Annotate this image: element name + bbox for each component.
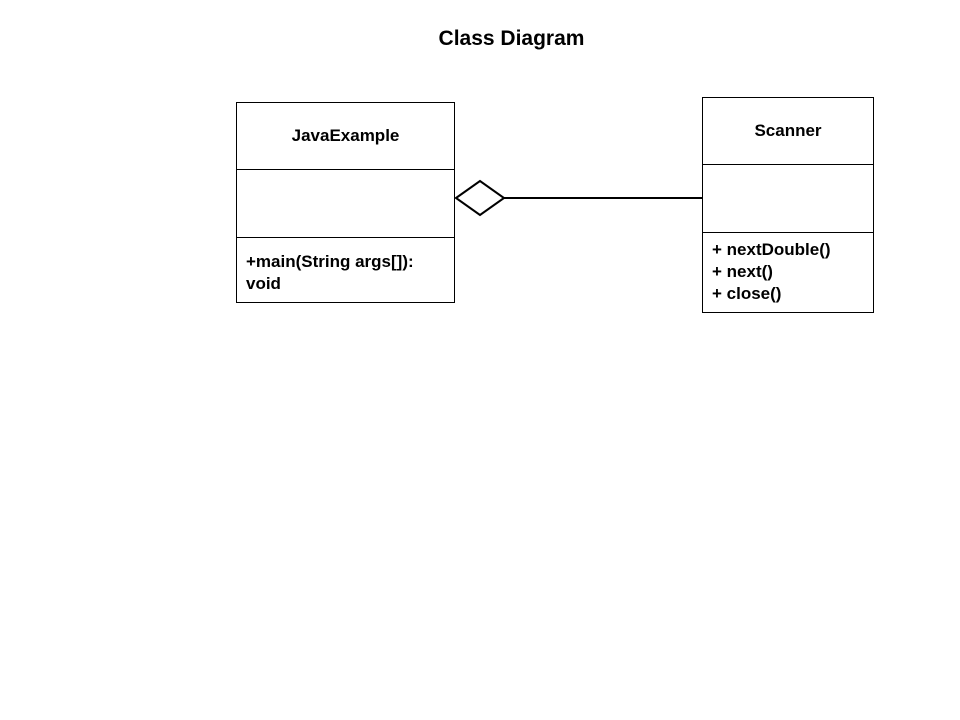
operation-next-double: + nextDouble() (712, 240, 831, 259)
operations-compartment-scanner: + nextDouble() + next() + close() (703, 233, 873, 305)
operation-close: + close() (712, 284, 782, 303)
class-name-javaexample: JavaExample (237, 103, 454, 170)
attributes-compartment-scanner (703, 165, 873, 233)
operation-main: +main(String args[]): void (246, 252, 419, 293)
class-box-scanner[interactable]: Scanner + nextDouble() + next() + close(… (702, 97, 874, 313)
class-box-javaexample[interactable]: JavaExample +main(String args[]): void (236, 102, 455, 303)
operation-next: + next() (712, 262, 773, 281)
hollow-diamond-icon (454, 179, 506, 217)
page-title: Class Diagram (438, 27, 585, 50)
attributes-compartment-javaexample (237, 170, 454, 238)
class-name-scanner: Scanner (703, 98, 873, 165)
operations-compartment-javaexample: +main(String args[]): void (237, 238, 454, 295)
